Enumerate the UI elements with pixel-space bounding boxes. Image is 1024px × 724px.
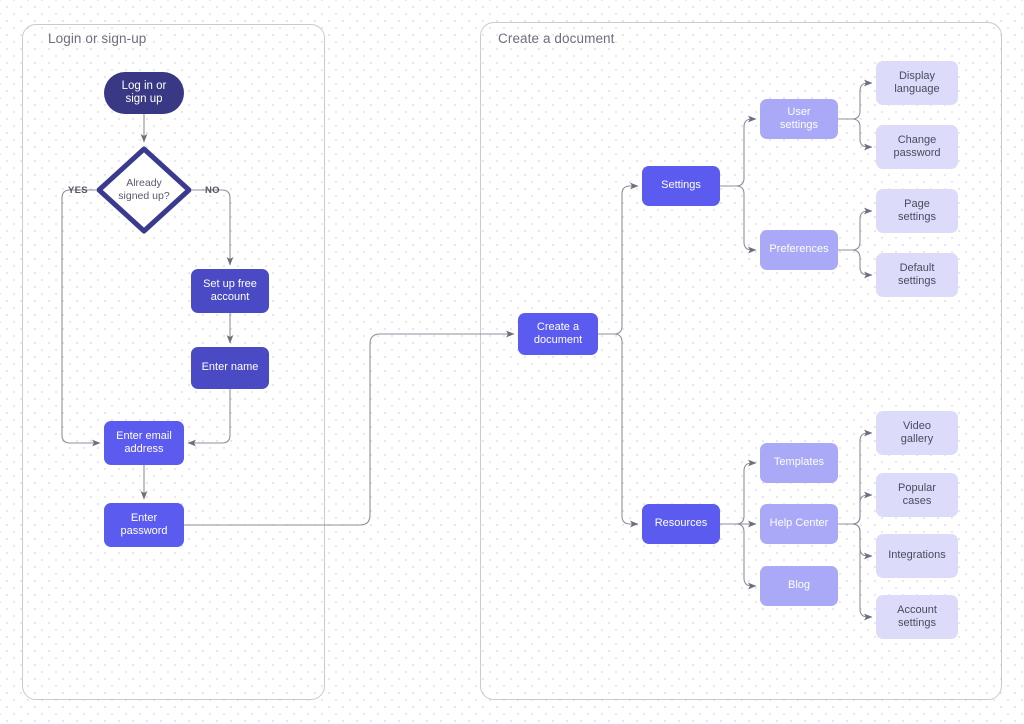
node-help-center[interactable]: Help Center bbox=[760, 504, 838, 544]
node-change-password[interactable]: Change password bbox=[876, 125, 958, 169]
node-integrations[interactable]: Integrations bbox=[876, 534, 958, 578]
node-already-signed-up[interactable]: Already signed up? bbox=[96, 146, 192, 234]
node-video-gallery[interactable]: Video gallery bbox=[876, 411, 958, 455]
node-page-settings[interactable]: Page settings bbox=[876, 189, 958, 233]
node-enter-name[interactable]: Enter name bbox=[191, 347, 269, 389]
node-login-signup[interactable]: Log in or sign up bbox=[104, 72, 184, 114]
node-preferences[interactable]: Preferences bbox=[760, 230, 838, 270]
diamond-shape bbox=[96, 146, 192, 234]
node-already-signed-up-label: Already signed up? bbox=[118, 177, 170, 202]
node-templates[interactable]: Templates bbox=[760, 443, 838, 483]
node-blog[interactable]: Blog bbox=[760, 566, 838, 606]
node-enter-email-address[interactable]: Enter email address bbox=[104, 421, 184, 465]
panel-title-create-document: Create a document bbox=[498, 31, 615, 46]
edge-label-no: NO bbox=[205, 185, 220, 196]
node-settings[interactable]: Settings bbox=[642, 166, 720, 206]
node-set-up-free-account[interactable]: Set up free account bbox=[191, 269, 269, 313]
node-resources[interactable]: Resources bbox=[642, 504, 720, 544]
node-user-settings[interactable]: User settings bbox=[760, 99, 838, 139]
node-enter-password[interactable]: Enter password bbox=[104, 503, 184, 547]
panel-login-signup bbox=[22, 24, 325, 700]
node-account-settings[interactable]: Account settings bbox=[876, 595, 958, 639]
node-display-language[interactable]: Display language bbox=[876, 61, 958, 105]
panel-title-login-signup: Login or sign-up bbox=[48, 31, 147, 46]
node-create-a-document[interactable]: Create a document bbox=[518, 313, 598, 355]
node-default-settings[interactable]: Default settings bbox=[876, 253, 958, 297]
node-popular-cases[interactable]: Popular cases bbox=[876, 473, 958, 517]
edge-label-yes: YES bbox=[68, 185, 88, 196]
